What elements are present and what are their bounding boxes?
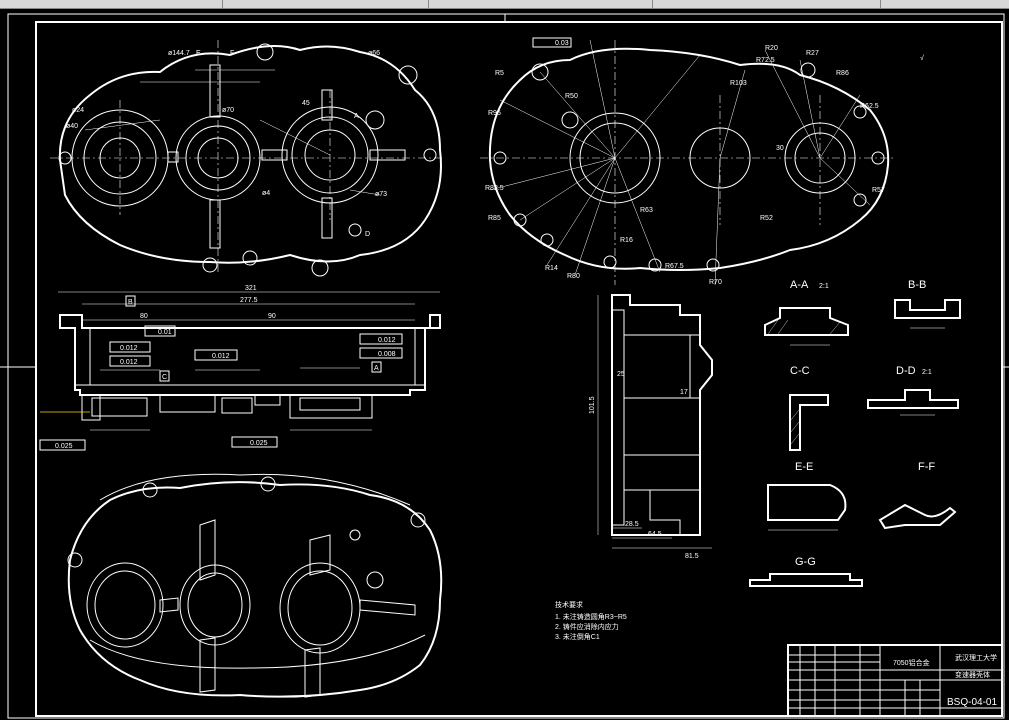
dim-label: 17	[680, 389, 688, 396]
tolerance-label: 0.012	[378, 337, 396, 344]
school-name: 武汉理工大学	[955, 653, 997, 662]
tolerance-label: 0.012	[212, 353, 230, 360]
radius-label: R27	[806, 50, 819, 57]
scale-label: 2:1	[922, 369, 932, 376]
radius-label: R70	[709, 279, 722, 286]
section-label: E-E	[795, 461, 813, 473]
section-label: B-B	[908, 279, 926, 291]
dim-label: 277.5	[240, 297, 258, 304]
section-label: G-G	[795, 556, 816, 568]
note-line: 3. 未注倒角C1	[555, 632, 600, 641]
outer-frame	[7, 13, 1005, 719]
dim-label: A	[354, 113, 359, 120]
tolerance-label: 0.03	[555, 40, 569, 47]
dim-label: 80	[140, 313, 148, 320]
dim-label: 28.5	[625, 521, 639, 528]
radius-label: R52	[760, 215, 773, 222]
radius-label: R95	[488, 110, 501, 117]
dim-label: D	[365, 231, 370, 238]
radius-label: R80	[567, 273, 580, 280]
section-label: F-F	[918, 461, 935, 473]
title-block: 7050铝合金 武汉理工大学 变速器壳体 BSQ-04-01	[787, 644, 1003, 717]
dim-label: F	[230, 50, 234, 57]
technical-notes: 技术要求 1. 未注铸造圆角R3~R5 2. 铸件应消除内应力 3. 未注倒角C…	[555, 600, 627, 641]
datum-label: C	[162, 374, 167, 381]
tolerance-label: 0.025	[250, 440, 268, 447]
notes-title: 技术要求	[555, 600, 583, 609]
inner-frame	[35, 21, 1003, 717]
dim-label: E	[196, 50, 201, 57]
roughness-note: √	[920, 54, 924, 62]
tolerance-label: 0.008	[378, 351, 396, 358]
cad-drawing-canvas[interactable]: ø144.7 E F ø66 ø24 ø40 ø70 ø4 45 ø73 A D	[0, 9, 1009, 720]
tolerance-label: 0.025	[55, 443, 73, 450]
datum-label: B	[128, 299, 133, 306]
toolbar-separator	[880, 0, 881, 8]
tolerance-label: 0.01	[158, 329, 172, 336]
dim-label: 321	[245, 285, 257, 292]
dim-label: ø66	[368, 50, 380, 57]
section-label: A-A	[790, 279, 809, 291]
drawing-number: BSQ-04-01	[947, 697, 997, 708]
radius-label: R63	[640, 207, 653, 214]
radius-label: R50	[565, 93, 578, 100]
dim-label: 101.5	[589, 396, 596, 414]
section-label: C-C	[790, 365, 810, 377]
dim-label: 90	[268, 313, 276, 320]
radius-label: R62.5	[860, 103, 879, 110]
part-name: 变速器壳体	[955, 670, 990, 679]
radius-label: R14	[545, 265, 558, 272]
material-label: 7050铝合金	[893, 658, 930, 667]
toolbar-separator	[222, 0, 223, 8]
isometric-view	[67, 473, 443, 698]
window-toolbar	[0, 0, 1009, 9]
toolbar-separator	[428, 0, 429, 8]
dim-label: ø4	[262, 190, 270, 197]
note-line: 1. 未注铸造圆角R3~R5	[555, 612, 627, 621]
dim-label: 81.5	[685, 553, 699, 560]
radius-label: R103	[730, 80, 747, 87]
radius-label: R85	[488, 215, 501, 222]
side-view: 101.5 28.5 64.5 81.5 17 25	[589, 294, 713, 560]
dim-label: 30	[776, 145, 784, 152]
dim-label: 45	[302, 100, 310, 107]
radius-label: R16	[620, 237, 633, 244]
section-details: A-A 2:1 B-B C-C D-D 2:1 E-E F-F G-G	[749, 279, 961, 587]
dim-label: ø144.7	[168, 50, 190, 57]
radius-label: R72.5	[756, 57, 775, 64]
tolerance-label: 0.012	[120, 345, 138, 352]
dim-label: ø40	[66, 123, 78, 130]
scale-label: 2:1	[819, 283, 829, 290]
toolbar-separator	[652, 0, 653, 8]
front-view: ø144.7 E F ø66 ø24 ø40 ø70 ø4 45 ø73 A D	[50, 40, 445, 277]
section-view: 321 277.5 80 90 0.012 0.012 0.012 0.012 …	[39, 285, 441, 451]
radius-label: R86	[836, 70, 849, 77]
radius-label: R67.5	[665, 263, 684, 270]
tolerance-label: 0.012	[120, 359, 138, 366]
radius-label: R5	[495, 70, 504, 77]
dim-label: ø73	[375, 191, 387, 198]
radius-label: R82.5	[485, 185, 504, 192]
dim-label: ø24	[72, 107, 84, 114]
note-line: 2. 铸件应消除内应力	[555, 622, 619, 631]
dim-label: ø70	[222, 107, 234, 114]
datum-label: A	[374, 365, 379, 372]
rear-view: 0.03 R20 R5 R50 R95 R82.5 R85 R103 R86 R…	[480, 37, 924, 286]
dim-label: 64.5	[648, 531, 662, 538]
dim-label: 25	[617, 371, 625, 378]
radius-label: R57	[872, 187, 885, 194]
section-label: D-D	[896, 365, 916, 377]
radius-label: R20	[765, 45, 778, 52]
